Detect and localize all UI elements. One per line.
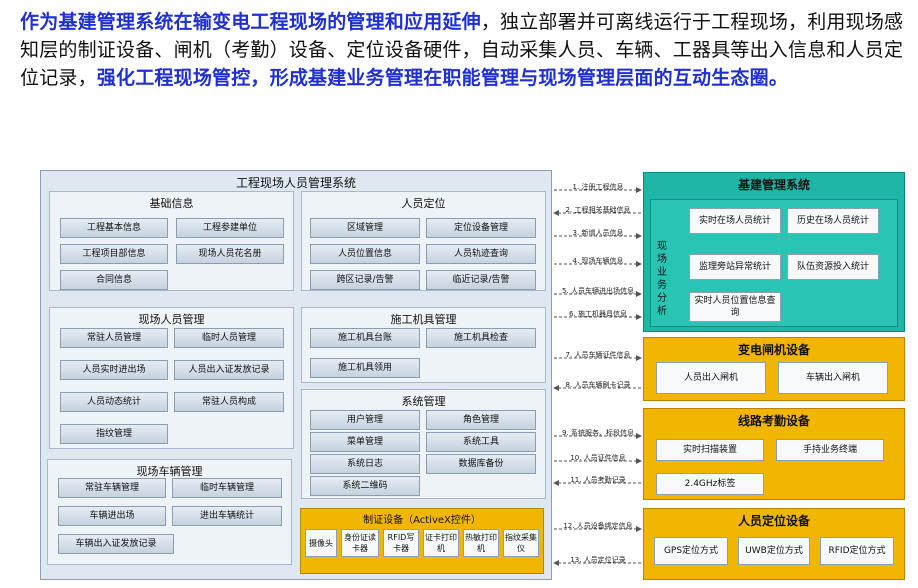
link-label-3: 3. 新增人员信息 [572,229,624,237]
module-log[interactable]: 系统日志 [310,454,420,474]
module-track[interactable]: 人员轨迹查询 [426,244,536,264]
line-attendance-devices: 线路考勤设备 实时扫描装置 手持业务终端 2.4GHz标签 [643,408,905,500]
cert-devices: 制证设备（ActiveX控件） 摄像头 身份证读卡器 RFID写卡器 证卡打印机… [300,508,544,574]
group-system: 系统管理 用户管理 角色管理 菜单管理 系统工具 系统日志 数据库备份 系统二维… [301,389,546,499]
module-locator[interactable]: 定位设备管理 [426,218,536,238]
module-fingerprint[interactable]: 指纹管理 [60,424,168,444]
group-basic-info: 基础信息 工程基本信息 工程参建单位 工程项目部信息 现场人员花名册 合同信息 [49,191,294,291]
onsite-analysis-panel: 现场业务分析 实时在场人员统计 历史在场人员统计 监理旁站异常统计 队伍资源投入… [650,199,898,327]
module-vehicle-resident[interactable]: 常驻车辆管理 [58,478,166,498]
module-dynamic-stats[interactable]: 人员动态统计 [60,392,168,412]
substation-gate-devices: 变电闸机设备 人员出入闸机 车辆出入闸机 [643,337,905,401]
group-title: 系统管理 [401,395,446,408]
module-tools[interactable]: 系统工具 [426,432,536,452]
query-realtime-position[interactable]: 实时人员位置信息查询 [689,292,781,322]
intro-paragraph: 作为基建管理系统在输变电工程现场的管理和应用延伸，独立部署并可离线运行于工程现场… [20,8,910,92]
link-label-1: 1. 注册工程信息 [572,183,624,191]
intro-body: ，独立部署并可离线运行于工程现场，利用现场感知层的制证设备、闸机（考勤）设备、定… [20,11,904,89]
group-machinery: 施工机具管理 施工机具台账 施工机具检查 施工机具领用 [301,307,546,383]
module-project-dept[interactable]: 工程项目部信息 [60,244,168,264]
link-label-2: 2. 工程相关基础信息 [565,206,631,214]
device-camera[interactable]: 摄像头 [305,529,337,557]
module-backup[interactable]: 数据库备份 [426,454,536,474]
group-title: 基础信息 [149,197,194,210]
rfid-location[interactable]: RFID定位方式 [820,537,894,565]
intro-highlight-1: 作为基建管理系统在输变电工程现场的管理和应用延伸 [20,11,481,33]
dingwei-title: 人员定位设备 [737,514,810,528]
tag-2-4ghz[interactable]: 2.4GHz标签 [656,473,764,495]
module-qrcode[interactable]: 系统二维码 [310,476,420,496]
module-position[interactable]: 人员位置信息 [310,244,420,264]
gate-vehicle[interactable]: 车辆出入闸机 [778,362,888,394]
group-onsite-personnel: 现场人员管理 常驻人员管理 临时人员管理 人员实时进出场 人员出入证发放记录 人… [49,307,294,449]
module-machinery-use[interactable]: 施工机具领用 [310,358,420,378]
kaoqin-title: 线路考勤设备 [737,414,810,428]
device-fingerprint[interactable]: 指纹采集仪 [503,529,539,557]
stat-supervision[interactable]: 监理旁站异常统计 [689,254,781,280]
module-vehicle-temp[interactable]: 临时车辆管理 [172,478,282,498]
module-temp[interactable]: 临时人员管理 [174,328,284,348]
link-label-11: 11. 人员考勤记录 [570,476,626,484]
cert-title: 制证设备（ActiveX控件） [363,515,481,526]
link-label-5: 5. 人员车辆进出场信息 [562,287,634,295]
infrastructure-management-system: 基建管理系统 现场业务分析 实时在场人员统计 历史在场人员统计 监理旁站异常统计… [643,172,905,332]
module-composition[interactable]: 常驻人员构成 [174,392,284,412]
link-label-10: 10. 人员证件信息 [570,454,626,462]
system-title: 工程现场人员管理系统 [235,176,356,190]
device-card-printer[interactable]: 证卡打印机 [423,529,459,557]
module-project-units[interactable]: 工程参建单位 [176,218,284,238]
group-title: 现场人员管理 [138,313,205,326]
link-label-4: 4. 现场车辆信息 [572,257,624,265]
side-label: 现场业务分析 [657,241,667,317]
group-title: 施工机具管理 [390,313,457,326]
gps-location[interactable]: GPS定位方式 [654,537,728,565]
module-near-alert[interactable]: 临近记录/告警 [426,270,536,290]
module-user[interactable]: 用户管理 [310,410,420,430]
module-cross-alert[interactable]: 跨区记录/告警 [310,270,420,290]
group-title: 人员定位 [401,197,446,210]
handheld-terminal[interactable]: 手持业务终端 [776,439,884,461]
stat-realtime-onsite[interactable]: 实时在场人员统计 [689,208,781,234]
module-machinery-ledger[interactable]: 施工机具台账 [310,328,420,348]
module-roster[interactable]: 现场人员花名册 [176,244,284,264]
device-id-reader[interactable]: 身份证读卡器 [341,529,379,557]
module-realtime-io[interactable]: 人员实时进出场 [60,360,168,380]
module-contract[interactable]: 合同信息 [60,270,168,290]
stat-team-resources[interactable]: 队伍资源投入统计 [787,254,879,280]
module-pass-record[interactable]: 人员出入证发放记录 [174,360,284,380]
stat-history-onsite[interactable]: 历史在场人员统计 [787,208,879,234]
uwb-location[interactable]: UWB定位方式 [738,537,810,565]
realtime-scanner[interactable]: 实时扫描装置 [656,439,764,461]
module-vehicle-io[interactable]: 车辆进出场 [58,506,166,526]
link-label-6: 6. 施工机器具信息 [569,310,627,318]
module-resident[interactable]: 常驻人员管理 [60,328,168,348]
group-title: 现场车辆管理 [136,465,203,478]
link-label-12: 12. 人员设备绑定信息 [563,522,633,530]
module-project-basic[interactable]: 工程基本信息 [60,218,168,238]
link-label-9: 9. 系统服务、标段信息 [562,429,634,437]
link-label-8: 8. 人员车辆刷卡记录 [565,381,631,389]
device-rfid-writer[interactable]: RFID写卡器 [383,529,419,557]
link-label-13: 13. 人员定位记录 [570,556,626,564]
module-role[interactable]: 角色管理 [426,410,536,430]
link-label-7: 7. 人员车辆证件信息 [565,351,631,359]
group-personnel-location: 人员定位 区域管理 定位设备管理 人员位置信息 人员轨迹查询 跨区记录/告警 临… [301,191,546,291]
device-thermal-printer[interactable]: 热敏打印机 [463,529,499,557]
gate-personnel[interactable]: 人员出入闸机 [656,362,766,394]
module-vehicle-stats[interactable]: 进出车辆统计 [172,506,282,526]
module-vehicle-pass[interactable]: 车辆出入证发放记录 [58,534,174,554]
module-menu[interactable]: 菜单管理 [310,432,420,452]
zhaji-title: 变电闸机设备 [737,343,810,357]
module-area[interactable]: 区域管理 [310,218,420,238]
group-vehicle: 现场车辆管理 常驻车辆管理 临时车辆管理 车辆进出场 进出车辆统计 车辆出入证发… [47,459,292,565]
jijian-title: 基建管理系统 [737,178,810,192]
personnel-location-devices: 人员定位设备 GPS定位方式 UWB定位方式 RFID定位方式 [643,508,905,580]
intro-highlight-2: 强化工程现场管控，形成基建业务管理在职能管理与现场管理层面的互动生态圈。 [96,67,789,89]
module-machinery-check[interactable]: 施工机具检查 [426,328,536,348]
